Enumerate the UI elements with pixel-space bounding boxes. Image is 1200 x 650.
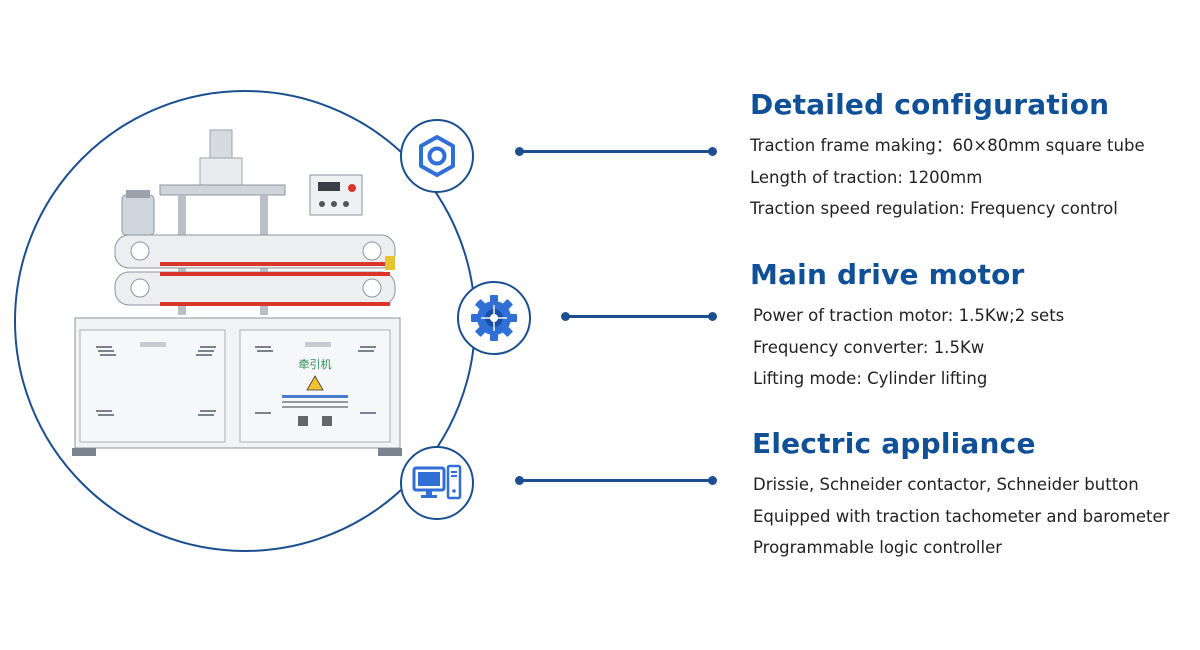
section-title: Main drive motor — [750, 258, 1025, 291]
machine-label: 牵引机 — [299, 357, 332, 371]
spec-item: Traction speed regulation: Frequency con… — [750, 199, 1118, 218]
configuration-badge — [400, 119, 474, 193]
section-title: Electric appliance — [752, 427, 1036, 460]
spec-item: Programmable logic controller — [753, 538, 1003, 557]
spec-item: Equipped with traction tachometer and ba… — [753, 506, 1170, 526]
section-detailed-configuration: Detailed configuration Traction frame ma… — [750, 88, 1145, 225]
spec-item: Lifting mode: Cylinder lifting — [753, 369, 988, 388]
motor-badge — [457, 281, 531, 355]
spec-item: Traction frame making：60×80mm square tub… — [750, 136, 1145, 155]
connector-line-3 — [515, 476, 717, 485]
traction-machine-image: 牵引机 — [72, 129, 402, 456]
section-main-drive-motor: Main drive motor Power of traction motor… — [750, 258, 1064, 395]
section-electric-appliance: Electric appliance Drissie, Schneider co… — [752, 427, 1169, 564]
section-title: Detailed configuration — [750, 88, 1110, 121]
connector-line-2 — [561, 312, 717, 321]
electric-badge — [400, 446, 474, 520]
hex-nut-icon — [419, 135, 455, 177]
spec-item: Length of traction: 1200mm — [750, 167, 983, 187]
spec-item: Power of traction motor: 1.5Kw;2 sets — [753, 306, 1065, 325]
spec-item: Frequency converter: 1.5Kw — [753, 337, 985, 357]
spec-item: Drissie, Schneider contactor, Schneider … — [753, 475, 1139, 494]
connector-line-1 — [515, 147, 717, 156]
computer-icon — [412, 464, 462, 500]
gear-icon — [471, 295, 517, 341]
